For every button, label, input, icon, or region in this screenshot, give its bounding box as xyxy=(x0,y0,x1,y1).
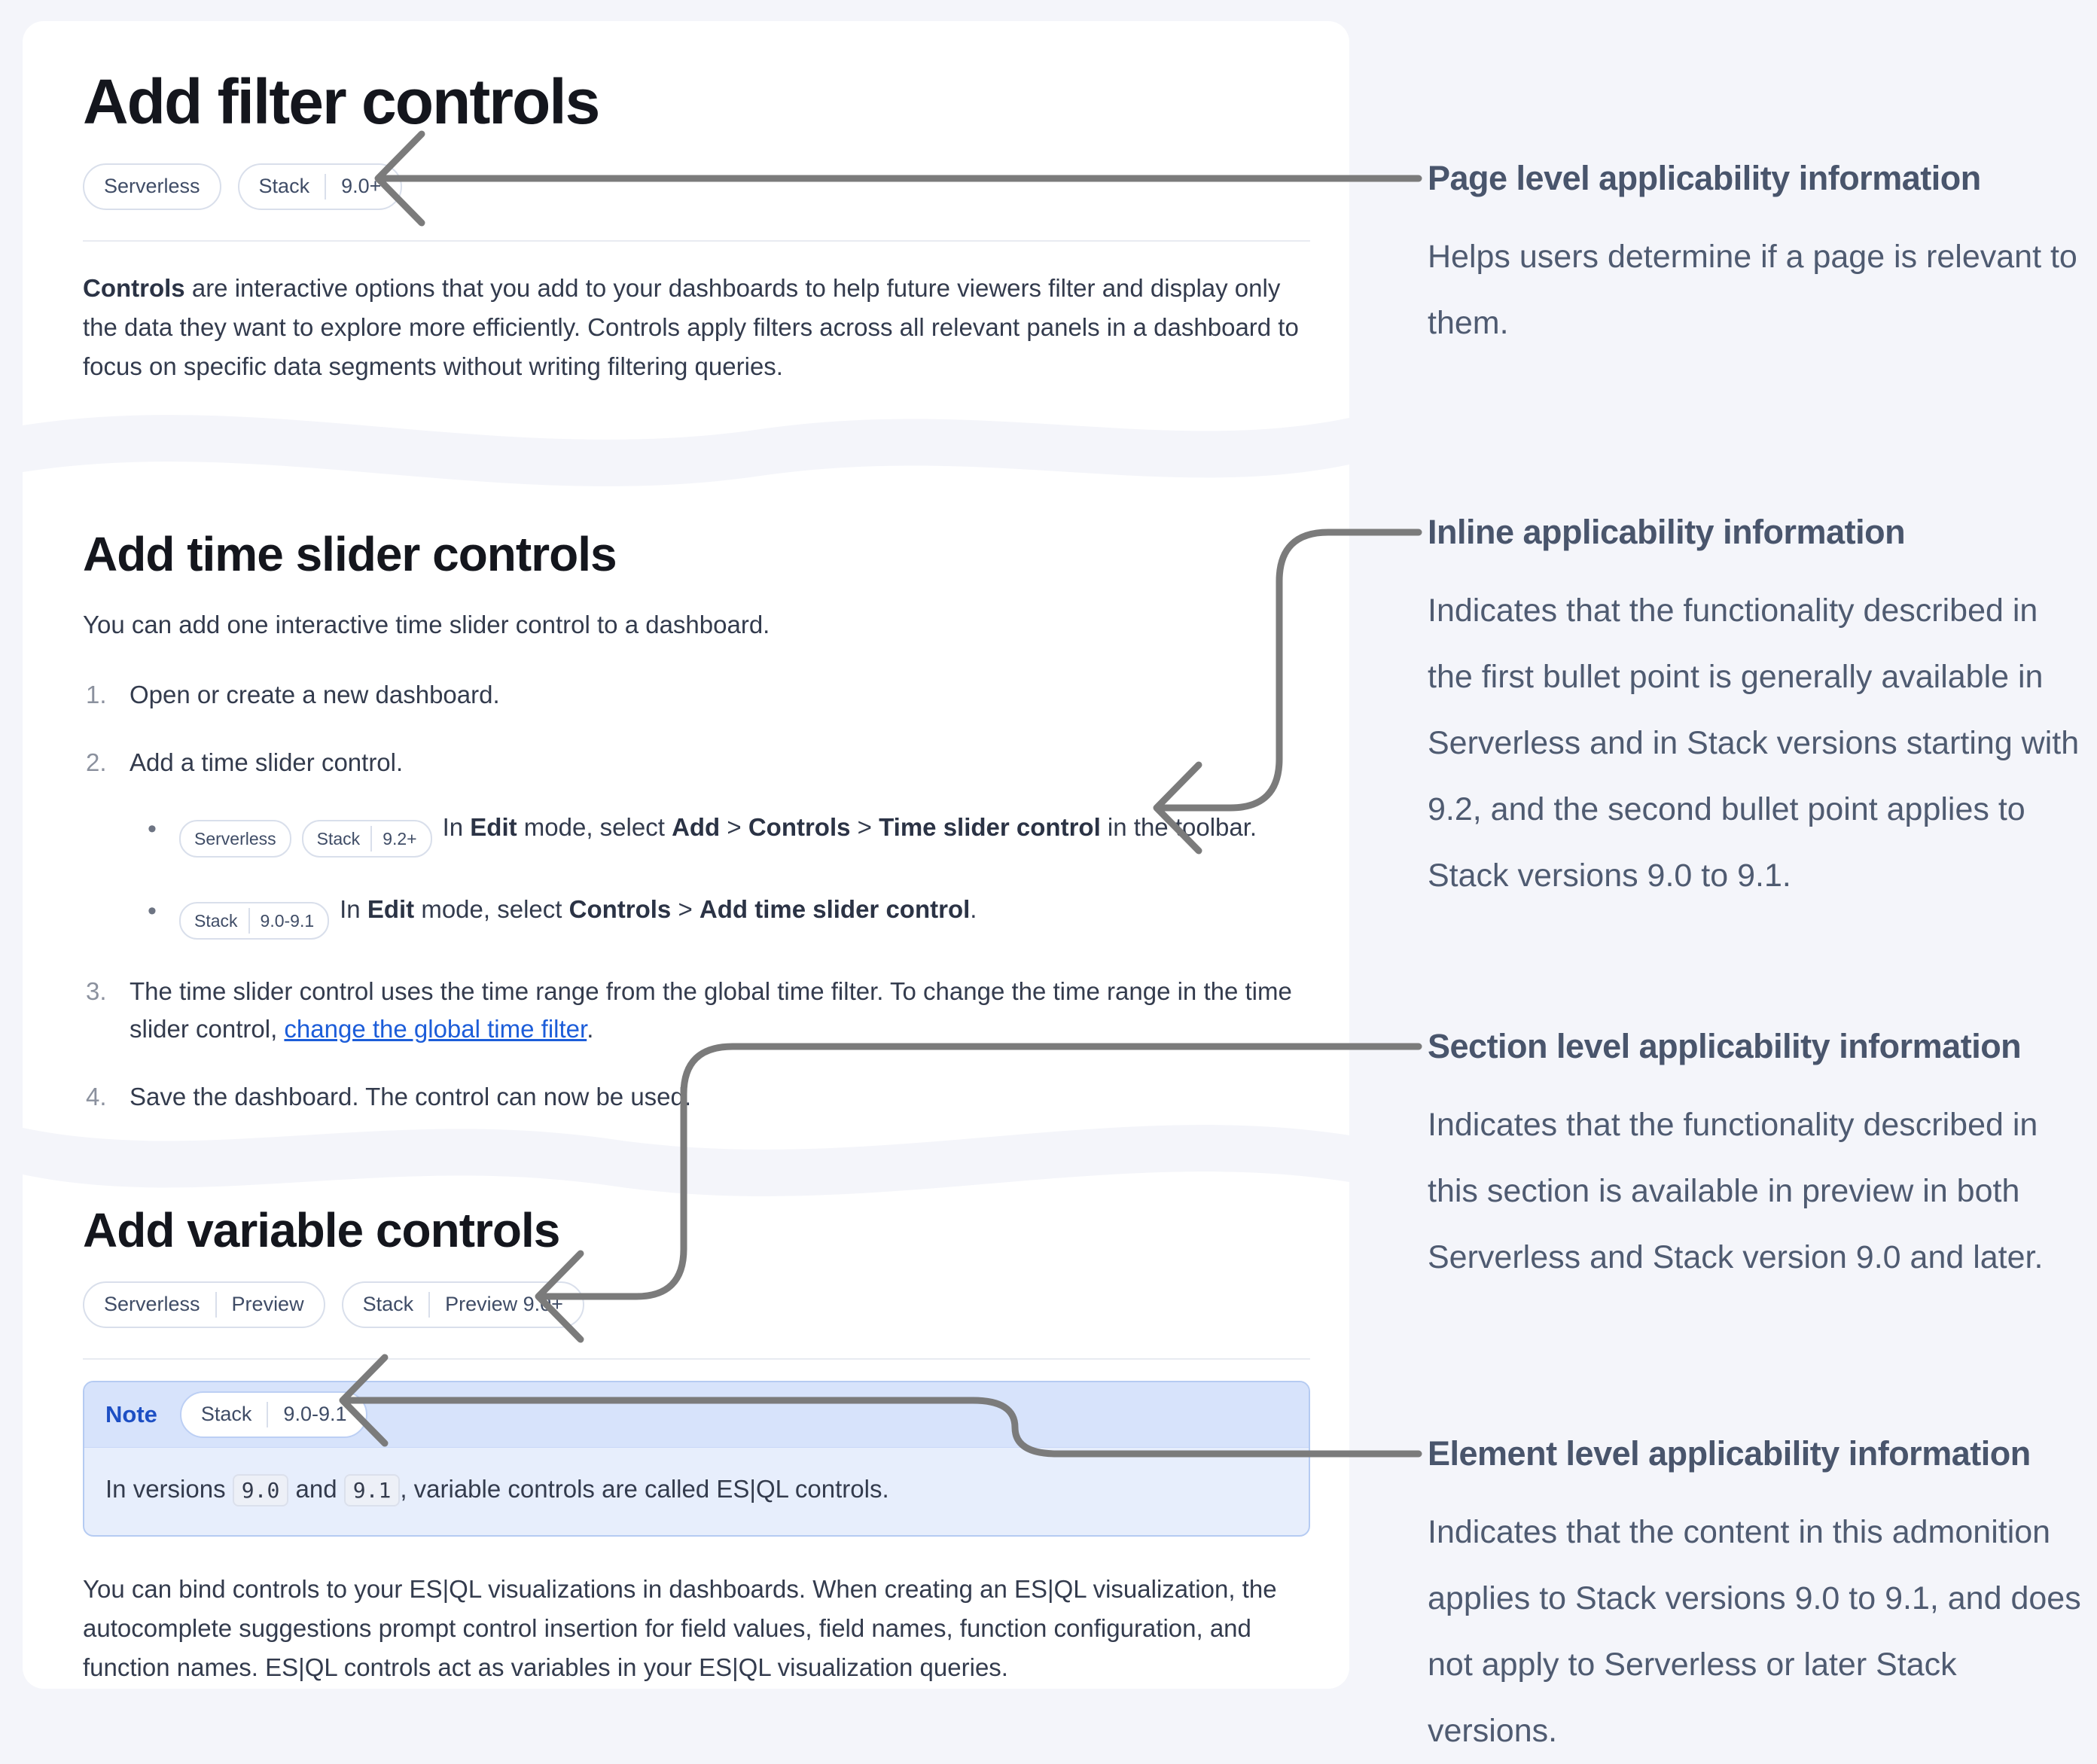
annotation-body: Indicates that the functionality describ… xyxy=(1428,1107,2044,1275)
step-item: Add a time slider control. ServerlessSta… xyxy=(86,744,1310,940)
badge-divider xyxy=(248,907,250,934)
annotation-page-level: Page level applicability information Hel… xyxy=(1428,156,2093,356)
divider xyxy=(83,239,1310,242)
annotation-title: Element level applicability information xyxy=(1428,1434,2031,1473)
applicability-badge: Serverless xyxy=(83,163,221,210)
annotation-body: Indicates that the content in this admon… xyxy=(1428,1514,2081,1749)
steps-list: Open or create a new dashboard. Add a ti… xyxy=(83,676,1310,1116)
badge-divider xyxy=(325,173,327,200)
intro-paragraph: Controls are interactive options that yo… xyxy=(83,273,1299,380)
global-time-filter-link[interactable]: change the global time filter xyxy=(284,1014,587,1043)
step-item: Save the dashboard. The control can now … xyxy=(86,1078,692,1116)
divider xyxy=(83,1357,1310,1360)
annotation-body: Helps users determine if a page is relev… xyxy=(1428,239,2077,341)
annotation-section-level: Section level applicability information … xyxy=(1428,1024,2093,1290)
applicability-badge: Serverless xyxy=(179,819,291,858)
inline-code: 9.0 xyxy=(232,1473,289,1507)
annotation-title: Section level applicability information xyxy=(1428,1027,2022,1065)
badge-divider xyxy=(215,1291,217,1318)
badge-divider xyxy=(370,825,373,852)
note-body: In versions 9.0 and 9.1, variable contro… xyxy=(84,1448,1309,1535)
note-label: Note xyxy=(105,1400,157,1427)
section-title: Add time slider controls xyxy=(83,527,617,581)
wave-divider-top xyxy=(23,380,1349,512)
annotation-element-level: Element level applicability information … xyxy=(1428,1431,2093,1764)
section-add-time-slider-controls: Add time slider controls You can add one… xyxy=(83,527,1310,1146)
annotation-inline-level: Inline applicability information Indicat… xyxy=(1428,510,2093,909)
outro-paragraph: You can bind controls to your ES|QL visu… xyxy=(83,1574,1277,1681)
badge-divider xyxy=(267,1401,269,1427)
section-intro: You can add one interactive time slider … xyxy=(83,610,770,638)
annotation-title: Page level applicability information xyxy=(1428,159,1981,197)
step-item: The time slider control uses the time ra… xyxy=(86,973,1292,1043)
step-item: Open or create a new dashboard. xyxy=(86,676,500,714)
badge-divider xyxy=(428,1291,431,1318)
inline-code: 9.1 xyxy=(343,1473,401,1507)
page-title: Add filter controls xyxy=(83,66,600,137)
section-title: Add variable controls xyxy=(83,1203,560,1257)
annotation-body: Indicates that the functionality describ… xyxy=(1428,593,2080,894)
annotation-title: Inline applicability information xyxy=(1428,513,1906,551)
